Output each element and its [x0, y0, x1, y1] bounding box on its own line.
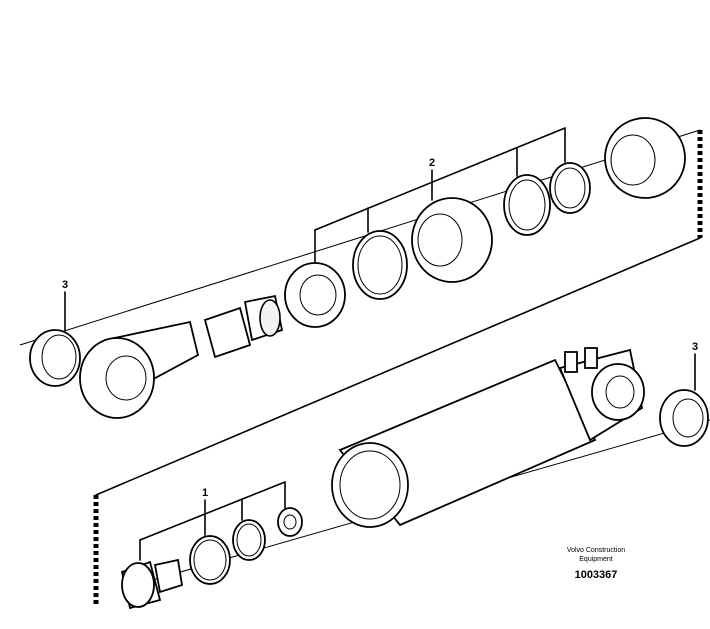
callout-1-bracket — [139, 481, 286, 561]
piston — [411, 197, 493, 283]
o-ring-lower-1 — [189, 535, 231, 585]
adjusting-screw — [120, 558, 184, 610]
callout-1-label: 1 — [202, 487, 208, 499]
callout-3-left-label: 3 — [62, 279, 68, 291]
valve-plug — [277, 507, 303, 537]
rod-end-piece — [243, 294, 284, 342]
piston-end-bearing — [604, 117, 686, 199]
break-lines — [93, 130, 703, 605]
cylinder-tube — [331, 347, 645, 528]
brand-line-2: Equipment — [579, 556, 613, 563]
cylinder-head-seal — [284, 262, 346, 328]
o-ring-lower-2 — [232, 519, 266, 561]
callout-2-bracket — [314, 127, 566, 263]
bearing-ring-left — [29, 329, 81, 387]
o-ring-upper-1 — [352, 230, 408, 300]
document-number: 1003367 — [575, 569, 618, 581]
o-ring-upper-3 — [549, 162, 591, 214]
callout-3-right-label: 3 — [692, 341, 698, 353]
o-ring-upper-2 — [503, 174, 551, 236]
bearing-ring-right — [659, 389, 709, 447]
callout-2-label: 2 — [429, 157, 435, 169]
piston-rod-eye — [79, 306, 252, 419]
brand-line-1: Volvo Construction — [567, 547, 625, 554]
